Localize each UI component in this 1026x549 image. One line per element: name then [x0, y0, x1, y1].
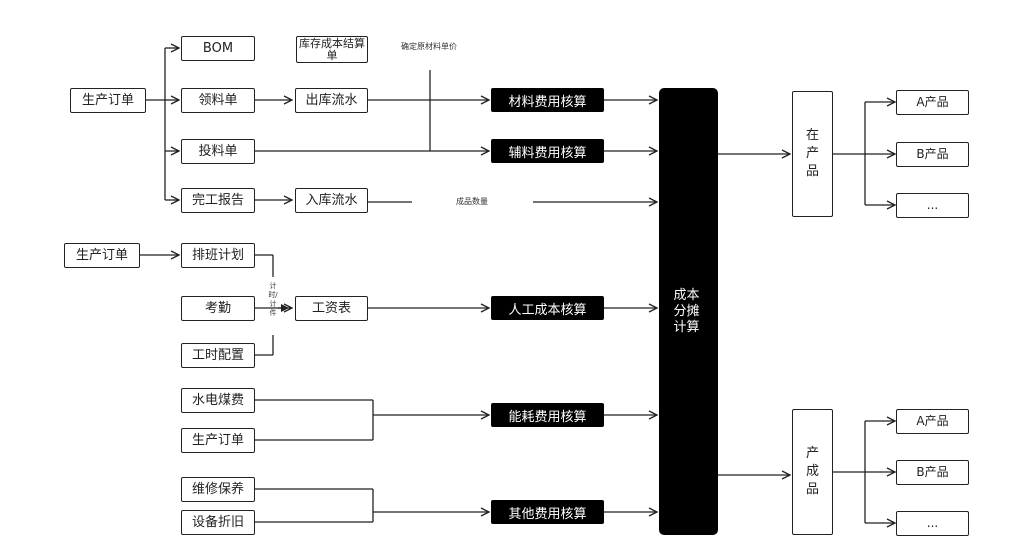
- production-order-node-3: 生产订单: [181, 428, 255, 453]
- cost-allocation-node: 成本分摊计算: [659, 88, 718, 535]
- depreciation-node: 设备折旧: [181, 510, 255, 535]
- outbound-label: 出库流水: [305, 93, 358, 108]
- outbound-node: 出库流水: [295, 88, 368, 113]
- cost-allocation-label: 成本分摊计算: [673, 287, 700, 335]
- material-accounting-label: 材料费用核算: [508, 94, 587, 110]
- hour-config-node: 工时配置: [181, 343, 255, 368]
- finished-goods-node: 产成品: [792, 409, 833, 535]
- finished-product-b-label: B产品: [916, 465, 949, 479]
- bom-node: BOM: [181, 36, 255, 61]
- payroll-label: 工资表: [311, 301, 351, 316]
- auxiliary-accounting-label: 辅料费用核算: [508, 145, 587, 161]
- inbound-label: 入库流水: [305, 193, 358, 208]
- quantity-note: 成品数量: [456, 197, 488, 206]
- payroll-node: 工资表: [295, 296, 368, 321]
- finished-goods-label: 产成品: [805, 446, 819, 497]
- wip-product-b-label: B产品: [916, 147, 949, 161]
- inventory-cost-node: 库存成本结算单: [296, 36, 368, 63]
- finished-more-node: ...: [896, 511, 969, 536]
- maintenance-node: 维修保养: [181, 477, 255, 502]
- finished-product-b-node: B产品: [896, 460, 969, 485]
- requisition-node: 领料单: [181, 88, 255, 113]
- unit-price-note: 确定原材料单价: [401, 42, 457, 51]
- wip-more-label: ...: [926, 198, 939, 212]
- energy-accounting-node: 能耗费用核算: [491, 403, 604, 427]
- utility-node: 水电煤费: [181, 388, 255, 413]
- feeding-node: 投料单: [181, 139, 255, 164]
- hour-config-label: 工时配置: [191, 348, 244, 363]
- other-accounting-node: 其他费用核算: [491, 500, 604, 524]
- depreciation-label: 设备折旧: [191, 515, 244, 530]
- labor-accounting-label: 人工成本核算: [508, 302, 587, 318]
- wip-product-a-node: A产品: [896, 90, 969, 115]
- production-order-node-1: 生产订单: [70, 88, 146, 113]
- wip-product-b-node: B产品: [896, 142, 969, 167]
- attendance-node: 考勤: [181, 296, 255, 321]
- labor-accounting-node: 人工成本核算: [491, 296, 604, 320]
- production-order-label: 生产订单: [191, 433, 244, 448]
- attendance-label: 考勤: [204, 301, 231, 316]
- wip-more-node: ...: [896, 193, 969, 218]
- finished-product-a-node: A产品: [896, 409, 969, 434]
- finished-more-label: ...: [926, 516, 939, 530]
- wip-node: 在产品: [792, 91, 833, 217]
- inventory-cost-label: 库存成本结算单: [299, 36, 365, 62]
- inbound-node: 入库流水: [295, 188, 368, 213]
- utility-label: 水电煤费: [191, 393, 244, 408]
- maintenance-label: 维修保养: [191, 482, 244, 497]
- other-accounting-label: 其他费用核算: [508, 506, 587, 522]
- schedule-node: 排班计划: [181, 243, 255, 268]
- completion-report-node: 完工报告: [181, 188, 255, 213]
- energy-accounting-label: 能耗费用核算: [508, 409, 587, 425]
- wip-label: 在产品: [805, 128, 819, 179]
- auxiliary-accounting-node: 辅料费用核算: [491, 139, 604, 163]
- schedule-label: 排班计划: [191, 248, 244, 263]
- finished-product-a-label: A产品: [916, 414, 949, 428]
- production-order-label: 生产订单: [81, 93, 134, 108]
- material-accounting-node: 材料费用核算: [491, 88, 604, 112]
- completion-report-label: 完工报告: [191, 193, 244, 208]
- bom-label: BOM: [202, 41, 234, 56]
- time-piece-note: 计时/计件: [268, 282, 278, 317]
- production-order-node-2: 生产订单: [64, 243, 140, 268]
- production-order-label: 生产订单: [75, 248, 128, 263]
- wip-product-a-label: A产品: [916, 95, 949, 109]
- requisition-label: 领料单: [198, 93, 238, 108]
- feeding-label: 投料单: [198, 144, 238, 159]
